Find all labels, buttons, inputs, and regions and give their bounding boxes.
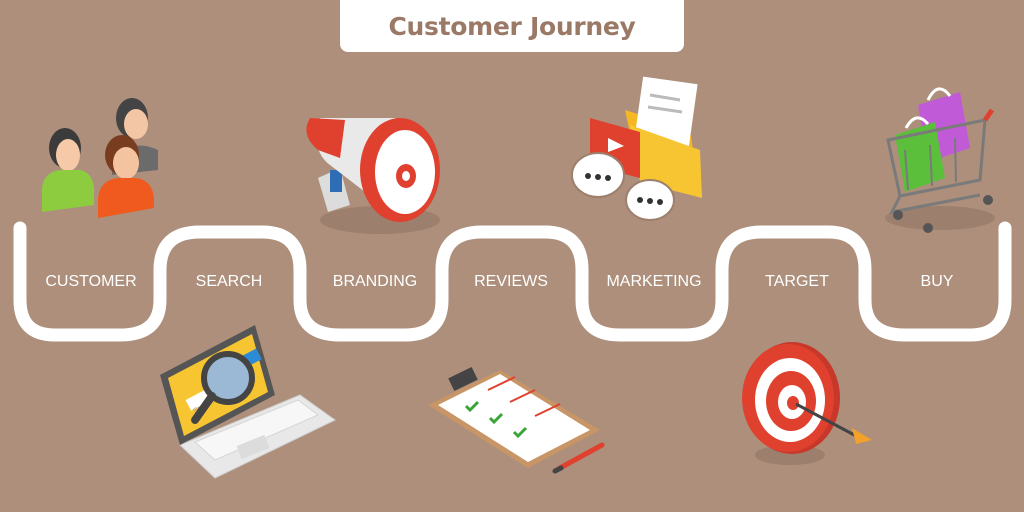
page-title: Customer Journey: [388, 11, 636, 41]
shopping-cart-icon: [885, 87, 995, 233]
laptop-search-icon: Search: [160, 325, 336, 479]
target-arrow-icon: [742, 342, 872, 465]
stage-label-buy: BUY: [920, 273, 954, 290]
stage-label-target: TARGET: [765, 273, 829, 290]
stage-label-marketing: MARKETING: [606, 273, 702, 290]
journey-path: [13, 221, 1012, 342]
megaphone-icon: [306, 118, 440, 234]
customers-icon: [42, 98, 158, 218]
stage-label-reviews: REVIEWS: [474, 273, 548, 290]
email-chat-icon: [571, 76, 702, 221]
stage-label-search: SEARCH: [195, 273, 263, 290]
stage-label-branding: BRANDING: [332, 273, 418, 290]
title-banner: Customer Journey: [340, 0, 684, 52]
checklist-clipboard-icon: [428, 367, 605, 474]
stage-label-customer: CUSTOMER: [45, 273, 137, 290]
